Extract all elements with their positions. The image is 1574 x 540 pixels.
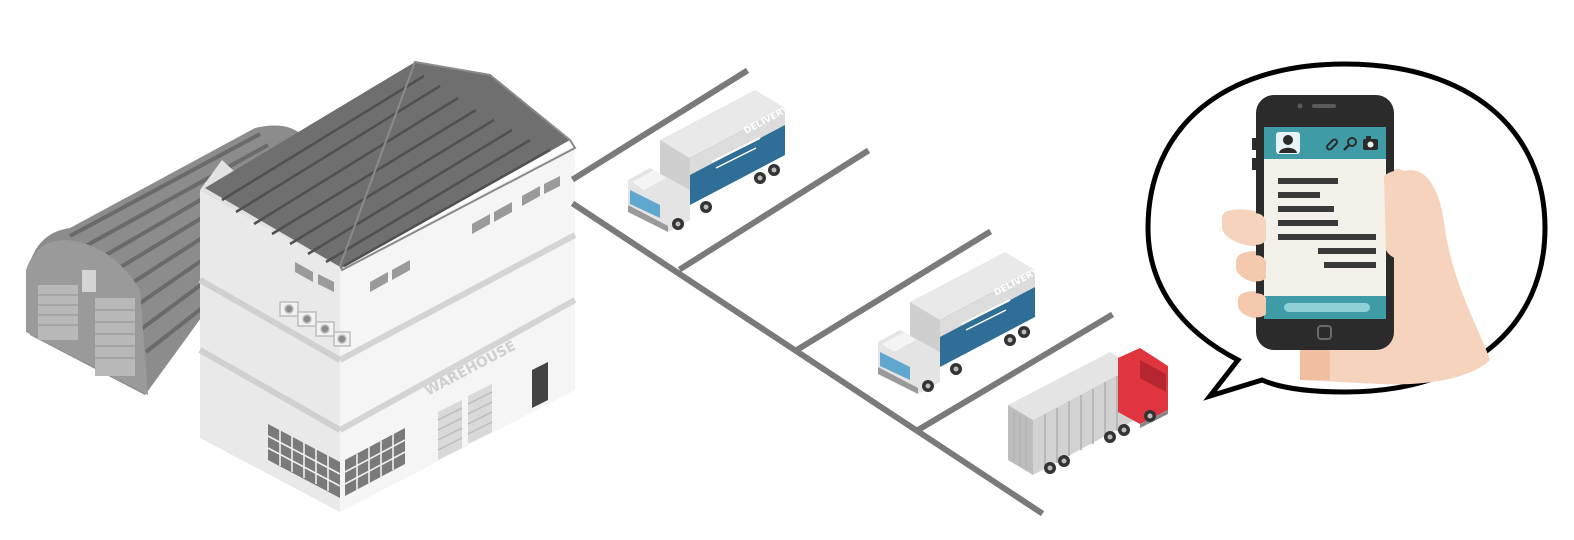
delivery-truck-1: DELIVERY: [628, 90, 791, 232]
search-icon[interactable]: [1343, 137, 1357, 151]
home-button[interactable]: [1317, 325, 1332, 340]
camera-icon[interactable]: [1363, 136, 1378, 150]
ac-units: [279, 301, 351, 347]
paperclip-icon[interactable]: [1326, 138, 1338, 151]
loading-door-left: [438, 400, 462, 460]
message-text-lines: [1278, 178, 1376, 268]
send-button[interactable]: [1284, 303, 1370, 312]
hangar-door-left: [38, 285, 78, 340]
hangar-vent: [82, 270, 96, 292]
user-avatar-icon[interactable]: [1276, 132, 1300, 154]
loading-door-right: [468, 384, 492, 444]
warehouse-side-door: [532, 362, 548, 408]
parking-lot-lines: [570, 67, 1115, 517]
warehouse-building: WAREHOUSE: [198, 60, 577, 512]
phone-speaker: [1312, 104, 1336, 108]
delivery-truck-2: DELIVERY: [878, 252, 1041, 394]
hand-holding-phone: [1222, 95, 1490, 385]
container-truck-3: [1008, 348, 1168, 475]
